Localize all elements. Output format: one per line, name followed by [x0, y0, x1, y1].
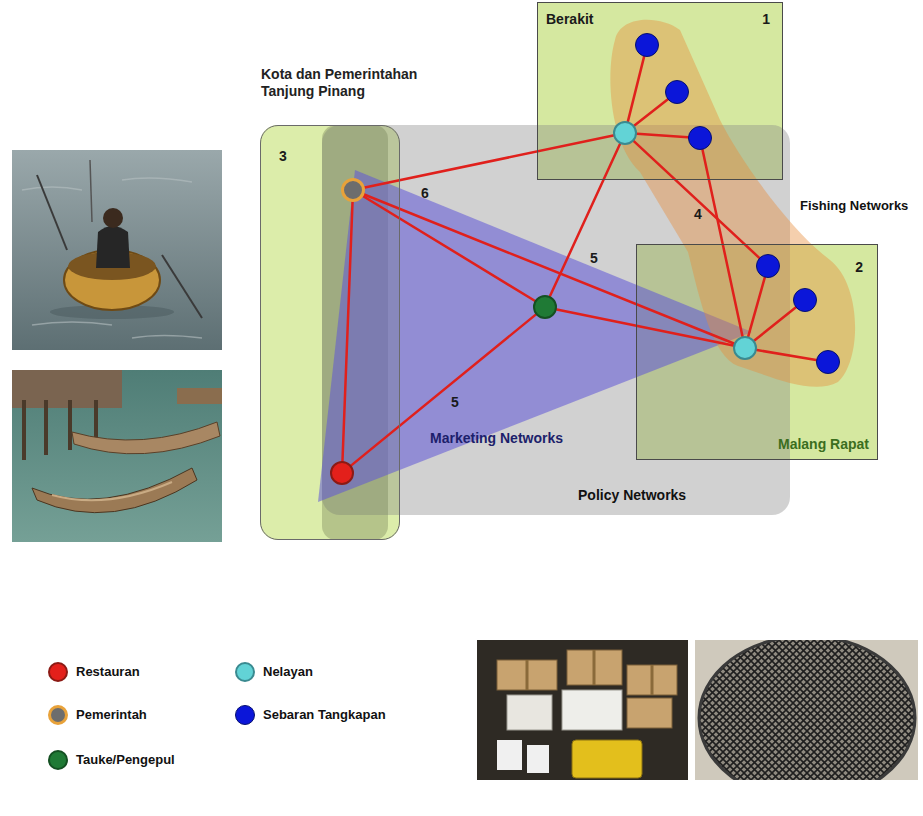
carton: [627, 698, 672, 728]
legend-label: Tauke/Pengepul: [76, 752, 175, 768]
link-line: [628, 57, 644, 122]
village-box: Berakit 1: [537, 2, 783, 180]
catch-dot: [816, 350, 840, 374]
network-label: Policy Networks: [578, 487, 686, 504]
oar: [162, 255, 202, 318]
network-label: Marketing Networks: [430, 430, 563, 447]
pole: [90, 160, 92, 222]
link-line: [757, 350, 816, 360]
boat: [72, 422, 220, 454]
village-box: Malang Rapat 2: [636, 244, 878, 460]
pier-post: [68, 400, 72, 450]
boat: [177, 388, 222, 404]
catch-dot: [665, 80, 689, 104]
pier-post: [22, 400, 26, 460]
catch-dot: [756, 254, 780, 278]
photo-ground: [12, 370, 222, 542]
trap-net: [699, 640, 915, 780]
foam-box: [507, 695, 552, 730]
boat: [32, 468, 197, 513]
link-line: [557, 309, 733, 345]
legend-swatch: [235, 705, 255, 725]
collector-dot: [533, 295, 557, 319]
catch-dot: [635, 33, 659, 57]
fisher-head: [103, 208, 123, 228]
fisher-figure: [96, 226, 130, 268]
photo-ground: [12, 150, 222, 350]
fisher-dot: [733, 336, 757, 360]
link-number: 4: [694, 206, 702, 222]
government-dot: [341, 178, 365, 202]
photo-boxes: [477, 640, 688, 780]
link-line: [703, 150, 743, 337]
restaurant-dot: [330, 461, 354, 485]
oar: [37, 175, 67, 250]
link-line: [342, 202, 352, 461]
link-line: [748, 278, 765, 337]
link-line: [364, 194, 734, 343]
legend-label: Sebaran Tangkapan: [263, 707, 386, 723]
photo-boats: [12, 370, 222, 542]
region-number: 1: [762, 11, 770, 28]
legend-swatch: [48, 705, 68, 725]
link-line: [363, 196, 535, 301]
legend-label: Restauran: [76, 664, 140, 680]
link-line: [634, 141, 759, 258]
pier-post: [44, 400, 48, 455]
link-line: [634, 99, 667, 125]
legend-swatch: [48, 750, 68, 770]
fisher-dot: [613, 121, 637, 145]
region-number: 2: [855, 259, 863, 276]
photo-basket-boat: [12, 150, 222, 350]
network-label: Fishing Networks: [800, 197, 908, 214]
crate: [572, 740, 642, 778]
city-region-box: Kota dan Pemerintahan Tanjung Pinang3: [260, 125, 400, 540]
bucket: [497, 740, 522, 770]
catch-dot: [688, 126, 712, 150]
catch-dot: [793, 288, 817, 312]
link-number: 5: [590, 250, 598, 266]
legend-label: Nelayan: [263, 664, 313, 680]
link-line: [550, 144, 620, 296]
foam-box: [562, 690, 622, 730]
pier: [12, 370, 122, 408]
photo-trap: [695, 636, 918, 800]
link-line: [637, 134, 688, 137]
link-number: 5: [451, 394, 459, 410]
trap-rim: [699, 640, 915, 780]
region-name: Malang Rapat: [778, 436, 869, 453]
tape: [527, 650, 652, 695]
region-name: Berakit: [546, 11, 593, 28]
legend-swatch: [48, 662, 68, 682]
photo-ground: [477, 640, 688, 780]
link-number: 6: [421, 185, 429, 201]
ripple: [22, 178, 202, 338]
region-heading: Kota dan Pemerintahan Tanjung Pinang: [261, 66, 461, 100]
link-line: [754, 307, 795, 340]
legend-swatch: [235, 662, 255, 682]
bucket: [527, 745, 549, 773]
boat-plank: [52, 482, 172, 500]
legend-label: Pemerintah: [76, 707, 147, 723]
region-number: 3: [279, 148, 287, 165]
